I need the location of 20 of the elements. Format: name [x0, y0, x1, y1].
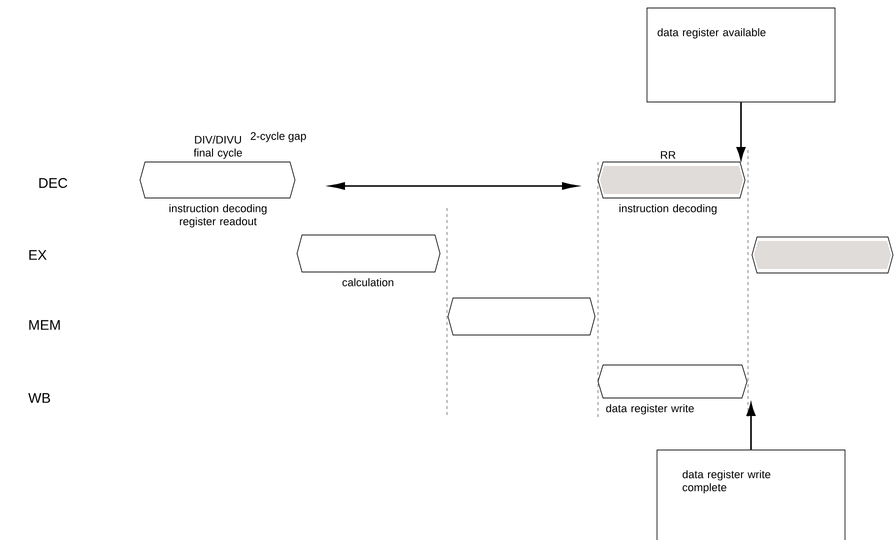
stage-label: MEM: [29, 320, 60, 330]
stage-caption: data register write: [606, 404, 694, 414]
pipeline-stage-bar: [598, 364, 748, 398]
stage-caption: instruction decoding: [620, 204, 716, 214]
pipeline-stage-bar: [296, 234, 440, 272]
pipeline-stage-bar: [448, 298, 596, 336]
stage-caption: instruction decoding register readout: [170, 204, 266, 228]
arrow: [736, 102, 746, 160]
stage-label: WB: [28, 393, 50, 403]
node-label: RR: [660, 151, 676, 159]
gap-label: 2-cycle gap: [250, 132, 306, 142]
node-label: DIV/DIVU final cycle: [194, 136, 242, 159]
note-box: data register write complete: [656, 450, 846, 540]
stage-label: EX: [29, 250, 47, 260]
stage-caption: calculation: [342, 278, 394, 286]
note-box: data register available: [646, 8, 836, 102]
arrow: [746, 403, 756, 450]
pipeline-stage-bar: [752, 236, 894, 274]
pipeline-stage-bar: RR: [598, 151, 746, 198]
stage-label: DEC: [39, 178, 68, 188]
